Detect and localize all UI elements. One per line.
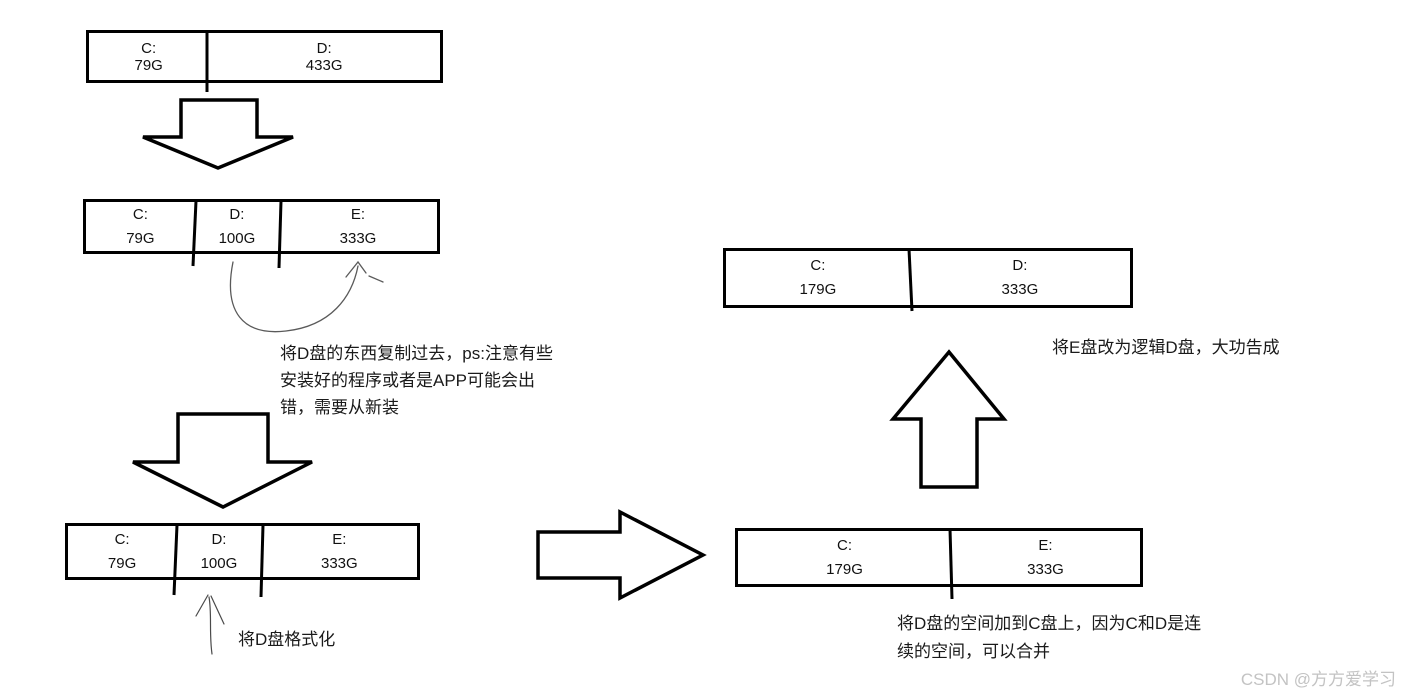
merge-note-line1: 将D盘的空间加到C盘上，因为C和D是连 [897, 614, 1202, 633]
partition-size: 79G [134, 56, 163, 74]
up-arrow-icon [889, 349, 1008, 489]
format-note: 将D盘格式化 [238, 630, 336, 649]
copy-note-line1: 将D盘的东西复制过去，ps:注意有些 [280, 344, 553, 363]
partition-d: D: 433G [208, 33, 440, 80]
right-arrow-icon [536, 509, 707, 601]
partition-d: D: 333G [910, 251, 1130, 305]
partition-size: 333G [320, 554, 358, 572]
partition-e: E: 333G [951, 531, 1140, 584]
copy-note-line3: 错，需要从新装 [280, 398, 399, 417]
partition-name: D: [211, 530, 227, 548]
partition-size: 179G [799, 281, 837, 298]
down-arrow-1-icon [142, 98, 294, 170]
partition-name: E: [1038, 536, 1053, 554]
disk-box-after-merge: C: 179G E: 333G [735, 528, 1143, 587]
copy-curve-arrow-icon [229, 260, 384, 333]
merge-note-line2: 续的空间，可以合并 [897, 642, 1050, 661]
partition-name: C: [837, 536, 853, 554]
partition-c: C: 79G [89, 33, 208, 80]
partition-name: C: [132, 205, 148, 223]
partition-c: C: 179G [726, 251, 910, 305]
disk-box-after-split: C: 79G D: 100G E: 333G [83, 199, 440, 254]
partition-name: C: [810, 257, 826, 274]
partition-name: D: [1012, 257, 1028, 274]
copy-note: 将D盘的东西复制过去，ps:注意有些 安装好的程序或者是APP可能会出 错，需要… [280, 340, 553, 421]
partition-size: 79G [126, 229, 155, 247]
partition-size: 100G [200, 554, 238, 572]
partition-name: C: [114, 530, 130, 548]
logical-note: 将E盘改为逻辑D盘，大功告成 [1052, 338, 1280, 357]
partition-e: E: 333G [279, 202, 437, 251]
disk-box-before-format: C: 79G D: 100G E: 333G [65, 523, 420, 580]
disk-box-final: C: 179G D: 333G [723, 248, 1133, 308]
partition-name: D: [229, 205, 245, 223]
partition-c: C: 79G [86, 202, 195, 251]
disk-box-initial: C: 79G D: 433G [86, 30, 443, 83]
partition-size: 79G [107, 554, 137, 572]
partition-size: 333G [1001, 281, 1039, 298]
format-arrow-icon [195, 594, 225, 655]
partition-size: 179G [826, 560, 863, 578]
partition-size: 333G [339, 229, 377, 247]
partition-e: E: 333G [262, 526, 417, 577]
partition-name: E: [332, 530, 347, 548]
partition-size: 433G [305, 56, 343, 74]
partition-name: C: [141, 39, 157, 57]
csdn-watermark: CSDN @方方爱学习 [1240, 670, 1396, 689]
partition-d: D: 100G [176, 526, 262, 577]
copy-note-line2: 安装好的程序或者是APP可能会出 [280, 371, 536, 390]
partition-size: 333G [1027, 560, 1064, 578]
merge-note: 将D盘的空间加到C盘上，因为C和D是连 续的空间，可以合并 [897, 610, 1201, 666]
partition-c: C: 179G [738, 531, 951, 584]
down-arrow-2-icon [132, 412, 313, 509]
partition-name: E: [350, 205, 366, 223]
partition-d: D: 100G [195, 202, 279, 251]
partition-c: C: 79G [68, 526, 176, 577]
partition-size: 100G [218, 229, 256, 247]
partition-name: D: [316, 39, 332, 57]
